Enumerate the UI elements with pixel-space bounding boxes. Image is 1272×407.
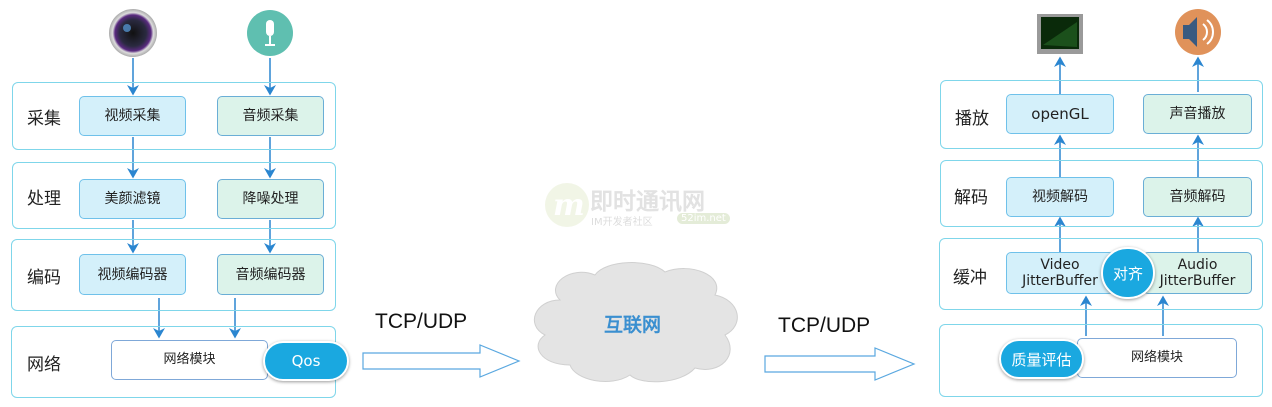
microphone-icon <box>247 10 293 56</box>
row-process <box>12 162 336 229</box>
speaker-icon <box>1175 9 1221 55</box>
svg-text:m: m <box>553 188 585 223</box>
beauty-filter-box: 美颜滤镜 <box>79 179 186 219</box>
tcp-udp-label-left: TCP/UDP <box>375 310 468 333</box>
video-capture-box: 视频采集 <box>79 96 186 136</box>
audio-encoder-box: 音频编码器 <box>217 254 324 295</box>
row-label: 解码 <box>954 188 988 208</box>
internet-label: 互联网 <box>604 314 662 336</box>
tcp-udp-label-right: TCP/UDP <box>778 314 871 337</box>
row-label: 采集 <box>27 109 61 129</box>
video-decode-box: 视频解码 <box>1006 177 1114 217</box>
monitor-icon <box>1037 14 1083 54</box>
hollow-arrow-left <box>362 344 521 378</box>
row-network-rx <box>939 324 1263 397</box>
row-label: 网络 <box>27 355 61 375</box>
row-buffer <box>939 238 1263 310</box>
row-decode <box>940 160 1263 227</box>
watermark-title: 即时通讯网 <box>590 189 705 215</box>
align-badge: 对齐 <box>1101 247 1155 299</box>
network-module-box-rx: 网络模块 <box>1077 338 1237 378</box>
hollow-arrow-right <box>764 347 916 381</box>
opengl-box: openGL <box>1006 94 1114 134</box>
row-label: 处理 <box>27 189 61 209</box>
video-encoder-box: 视频编码器 <box>79 254 186 295</box>
watermark-subtitle: IM开发者社区 <box>591 217 653 228</box>
row-capture <box>12 82 336 150</box>
watermark-logo: m <box>545 183 589 227</box>
row-label: 编码 <box>27 268 61 288</box>
cloud-shape <box>533 262 738 383</box>
network-module-box: 网络模块 <box>111 340 268 380</box>
audio-capture-box: 音频采集 <box>217 96 324 136</box>
row-label: 缓冲 <box>953 268 987 288</box>
quality-assessment-pill: 质量评估 <box>999 339 1084 379</box>
audio-jitterbuffer-box: Audio JitterBuffer <box>1143 252 1252 294</box>
watermark-site: 52im.net <box>677 213 730 224</box>
camera-icon <box>109 9 157 57</box>
sound-playback-box: 声音播放 <box>1143 94 1252 134</box>
row-encode <box>11 239 336 311</box>
video-jitterbuffer-box: Video JitterBuffer <box>1006 252 1114 294</box>
noise-reduction-box: 降噪处理 <box>217 179 324 219</box>
row-playback <box>940 80 1263 149</box>
qos-pill: Qos <box>263 341 349 381</box>
row-label: 播放 <box>955 109 989 129</box>
audio-decode-box: 音频解码 <box>1143 177 1252 217</box>
